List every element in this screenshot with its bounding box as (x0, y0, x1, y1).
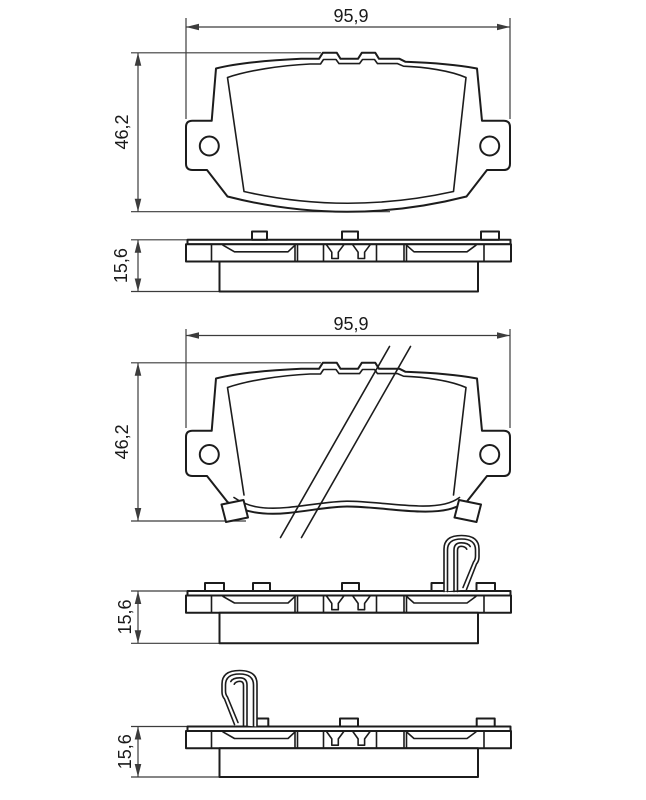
shim-tab (475, 582, 496, 592)
center-notch (352, 730, 371, 746)
friction-block (218, 747, 479, 778)
front-width-label: 95,9 (333, 6, 368, 26)
dimension-front-width: 95,9 (185, 6, 511, 119)
plate-edge (185, 730, 512, 750)
center-notch (352, 595, 371, 611)
right-recess (405, 731, 477, 740)
view-profile-indicator-left (185, 669, 512, 778)
friction-block (218, 260, 479, 293)
shim-tab (480, 230, 500, 241)
dimension-profile-mid-thickness: 15,6 (115, 590, 222, 644)
plate-edge (185, 243, 512, 263)
profile-bottom-thickness-label: 15,6 (115, 734, 135, 769)
shim-tab (339, 717, 359, 728)
back-width-label: 95,9 (333, 314, 368, 334)
friction-material-outline (226, 58, 467, 204)
backing-plate-outline (185, 361, 511, 515)
right-mounting-hole (479, 135, 501, 157)
wear-indicator-clip-left (221, 669, 258, 728)
right-bottom-tab (453, 499, 482, 523)
left-mounting-hole (198, 135, 220, 157)
profile-mid-thickness-label: 15,6 (115, 599, 135, 634)
break-line (279, 345, 391, 539)
dimension-profile-top-thickness: 15,6 (111, 239, 222, 293)
view-back-face (185, 345, 511, 539)
left-bottom-tab (220, 499, 249, 523)
plate-edge (185, 594, 512, 614)
back-height-label: 46,2 (112, 424, 132, 459)
wear-indicator-clip-right (443, 534, 480, 593)
friction-block (218, 611, 479, 645)
center-notch (352, 244, 371, 260)
backing-plate-outline (185, 51, 511, 213)
dimension-profile-bottom-thickness: 15,6 (115, 725, 222, 778)
dimension-back-height: 46,2 (112, 362, 321, 522)
chamfer-line (226, 368, 467, 496)
break-line (300, 345, 412, 539)
shim-tab (204, 582, 225, 592)
left-mounting-hole (198, 444, 220, 465)
center-notch (325, 730, 345, 746)
left-recess (222, 244, 296, 253)
front-height-label: 46,2 (112, 114, 132, 149)
right-mounting-hole (479, 444, 501, 465)
profile-top-thickness-label: 15,6 (111, 248, 131, 283)
view-profile-indicator-right (185, 534, 512, 645)
center-notch (325, 595, 345, 611)
shim-tab (341, 230, 359, 241)
center-notch (325, 244, 345, 260)
shim-tab (341, 582, 360, 592)
left-recess (222, 595, 296, 604)
left-recess (222, 731, 296, 740)
right-recess (405, 244, 477, 253)
view-profile-top (185, 230, 512, 293)
rolled-edge-line (233, 496, 461, 509)
view-front-face (185, 51, 511, 213)
dimension-back-width: 95,9 (185, 314, 511, 428)
shim-tab (475, 717, 496, 728)
shim-tab (251, 230, 268, 241)
right-recess (405, 595, 477, 604)
shim-tab (252, 582, 271, 592)
